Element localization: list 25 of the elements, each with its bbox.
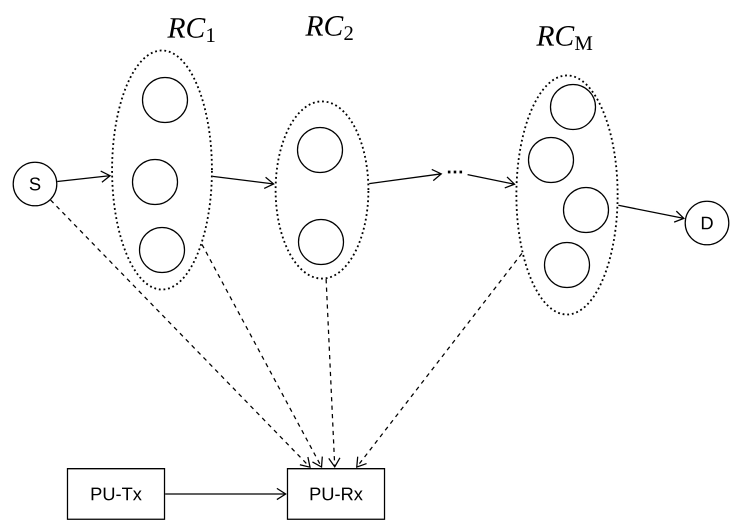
arrow	[212, 176, 275, 189]
relay-circle	[562, 186, 610, 234]
relay-circle	[138, 226, 186, 274]
relay-circle	[528, 136, 574, 184]
ellipsis: …	[448, 170, 462, 174]
arrow	[50, 200, 311, 468]
process-box: PU-Tx	[66, 468, 166, 520]
arrow	[165, 488, 287, 500]
arrow	[201, 244, 323, 468]
arrow	[369, 168, 442, 184]
process-box: PU-Rx	[286, 468, 386, 520]
arrow	[57, 170, 112, 183]
arrow	[618, 204, 685, 223]
relay-circle	[544, 242, 590, 288]
cluster-heading: RC$_{1}$	[167, 18, 215, 42]
arrow	[467, 174, 516, 189]
relay-circle	[132, 158, 178, 206]
cluster-heading: RC$_{2}$	[305, 16, 353, 40]
cluster-heading: RC$_{M}$	[536, 26, 592, 50]
arrow	[356, 252, 522, 468]
relay-circle	[296, 126, 344, 174]
relay-circle	[550, 84, 596, 130]
relay-circle	[142, 76, 188, 124]
relay-circle	[298, 218, 344, 266]
arrow	[325, 279, 340, 468]
